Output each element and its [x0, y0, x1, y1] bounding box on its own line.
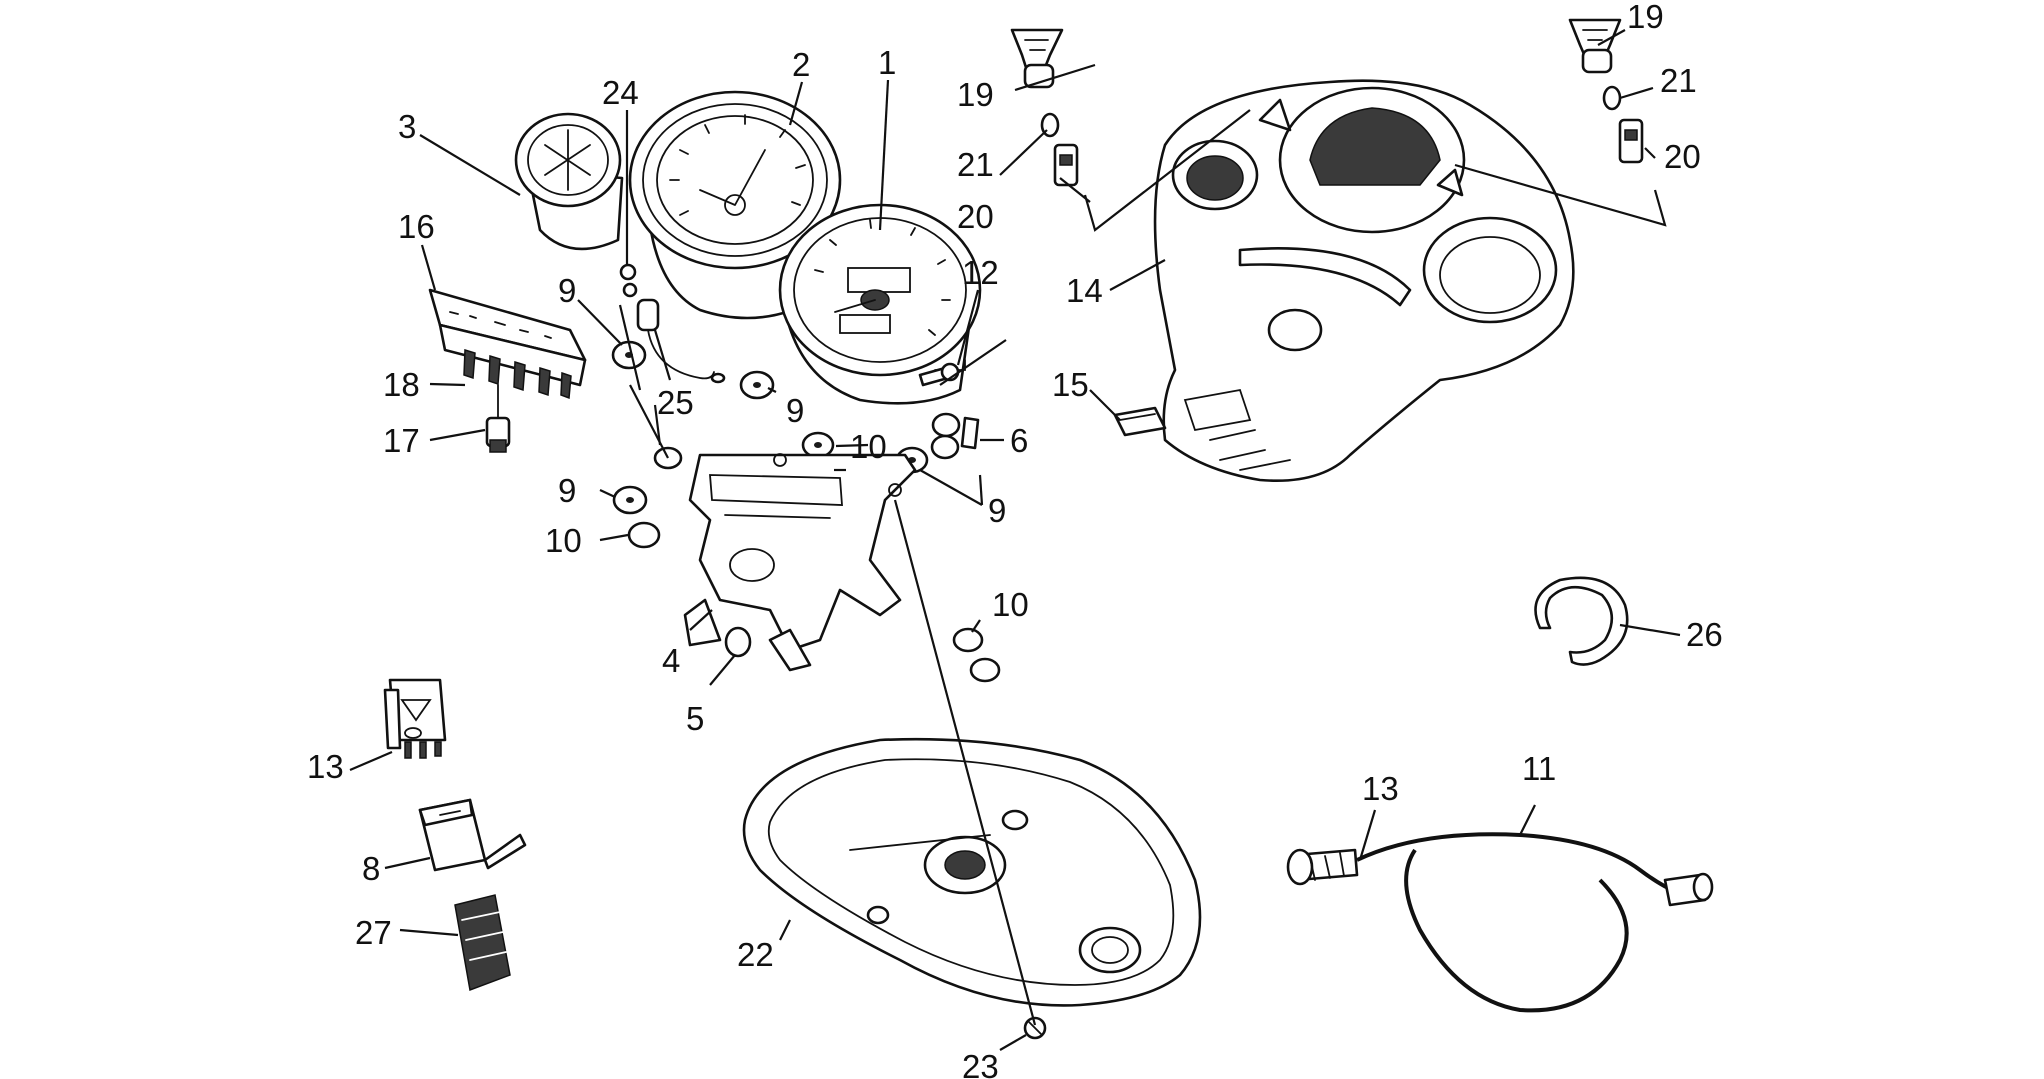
callout-24: 24 — [602, 74, 639, 111]
callout-18: 18 — [383, 366, 420, 403]
part-14-instrument-cover — [1153, 79, 1575, 482]
callout-19-left: 19 — [957, 76, 994, 113]
callout-23: 23 — [962, 1048, 999, 1079]
callout-9-upper-left: 9 — [558, 272, 576, 309]
callout-20-left: 20 — [957, 198, 994, 235]
leader-lines — [349, 29, 1681, 1051]
part-26-ring-clip — [1534, 576, 1629, 666]
callout-22: 22 — [737, 936, 774, 973]
part-5-grommet — [724, 626, 752, 658]
part-6-rubber-mount — [930, 412, 980, 460]
callout-10-right: 10 — [992, 586, 1029, 623]
callout-9-center: 9 — [786, 392, 804, 429]
part-4-mounting-bracket — [653, 446, 917, 672]
callout-11: 11 — [1522, 750, 1556, 787]
callout-10-center: 10 — [850, 428, 887, 465]
part-3-small-gauge — [514, 112, 624, 251]
callout-14: 14 — [1066, 272, 1103, 309]
callout-labels: 1 2 3 24 16 9 25 18 17 9 10 9 10 12 6 9 … — [307, 0, 1723, 1079]
callout-6: 6 — [1010, 422, 1028, 459]
callout-26: 26 — [1686, 616, 1723, 653]
part-22-lower-housing — [742, 737, 1202, 1007]
callout-2: 2 — [792, 46, 810, 83]
callout-17: 17 — [383, 422, 420, 459]
part-8-switch-housing — [418, 798, 527, 872]
callout-9-right: 9 — [988, 492, 1006, 529]
callout-3: 3 — [398, 108, 416, 145]
callout-1: 1 — [878, 44, 896, 81]
part-16-warning-light-panel — [428, 288, 587, 400]
callout-25: 25 — [657, 384, 694, 421]
part-24-screw — [619, 263, 638, 298]
callout-20-right: 20 — [1664, 138, 1701, 175]
callout-15: 15 — [1052, 366, 1089, 403]
part-13-hazard-switch — [383, 678, 447, 759]
callout-10-left: 10 — [545, 522, 582, 559]
callout-5: 5 — [686, 700, 704, 737]
part-27-connector — [454, 894, 511, 992]
callout-16: 16 — [398, 208, 435, 245]
callout-19-right: 19 — [1627, 0, 1664, 35]
callout-4: 4 — [662, 642, 680, 679]
callout-8: 8 — [362, 850, 380, 887]
callout-13-right: 13 — [1362, 770, 1399, 807]
part-11-speedo-cable — [1286, 832, 1714, 1013]
callout-9-left: 9 — [558, 472, 576, 509]
part-21-bulb-right — [1602, 85, 1622, 111]
callout-27: 27 — [355, 914, 392, 951]
part-19-lens-left — [1010, 28, 1064, 89]
callout-21-right: 21 — [1660, 62, 1697, 99]
part-25-bulb-with-wire — [636, 298, 726, 384]
callout-12: 12 — [962, 254, 999, 291]
part-20-socket-right — [1618, 118, 1644, 164]
part-17-bulb-holder — [485, 384, 511, 453]
callout-21-left: 21 — [957, 146, 994, 183]
part-20-socket-left — [1053, 143, 1079, 187]
callout-13-left: 13 — [307, 748, 344, 785]
part-19-lens-right — [1568, 18, 1622, 74]
part-15-label-plate — [1113, 406, 1167, 437]
part-23-screw — [1023, 1016, 1047, 1040]
